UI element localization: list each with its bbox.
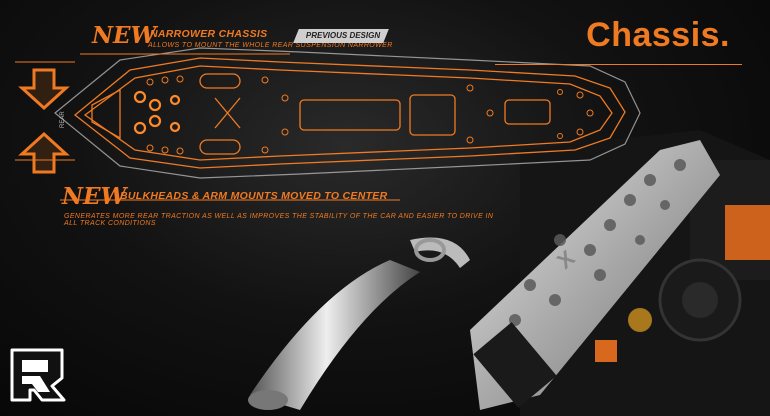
previous-design-outline [54,47,641,179]
title-underline [495,64,742,65]
new-badge: NEW [62,183,127,210]
chassis-outline-diagram [73,57,626,169]
new-badge: NEW [92,22,157,49]
arrow-down-icon [18,68,70,111]
narrower-chassis-heading: NARROWER CHASSIS [150,28,268,40]
arrow-up-icon [18,131,70,174]
previous-design-label: PREVIOUS DESIGN [305,31,381,40]
rear-label: REAR [60,111,66,128]
r-logo-icon [10,348,66,402]
bulkheads-detail: GENERATES MORE REAR TRACTION AS WELL AS … [64,213,494,227]
car-photo: X [248,130,770,416]
page-title: Chassis. [586,16,730,54]
narrower-chassis-detail: ALLOWS TO MOUNT THE WHOLE REAR SUSPENSIO… [148,42,393,49]
bulkheads-heading: BULKHEADS & ARM MOUNTS MOVED TO CENTER [120,190,388,202]
callout-lines [15,53,400,201]
